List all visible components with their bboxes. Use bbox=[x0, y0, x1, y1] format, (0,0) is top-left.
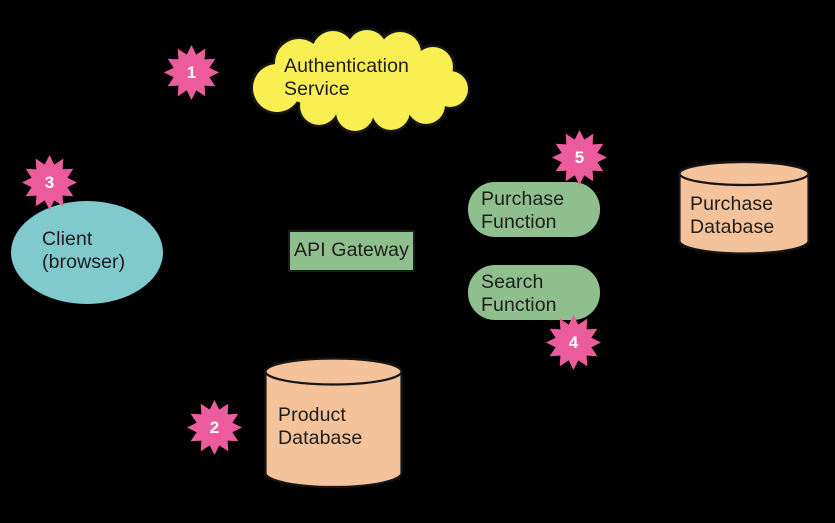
product-database-label: Product Database bbox=[278, 404, 363, 450]
client-ellipse bbox=[11, 201, 163, 304]
badge-4-number: 4 bbox=[568, 333, 579, 352]
auth-service-cloud-shape bbox=[250, 27, 471, 134]
badge-5-starburst: 5 bbox=[551, 129, 608, 186]
badge-2-starburst: 2 bbox=[186, 399, 243, 456]
badge-1-number: 1 bbox=[186, 63, 197, 82]
auth-service-label: Authentication Service bbox=[284, 55, 409, 101]
search-function-shape bbox=[468, 265, 600, 320]
client-label: Client (browser) bbox=[42, 228, 126, 274]
search-function-label: Search Function bbox=[481, 271, 557, 317]
api-gateway-label: API Gateway bbox=[294, 239, 409, 262]
badge-2-number: 2 bbox=[209, 418, 220, 437]
purchase-database-label: Purchase Database bbox=[690, 193, 775, 239]
purchase-database-cylinder bbox=[678, 160, 810, 255]
badge-5-number: 5 bbox=[574, 148, 585, 167]
purchase-function-shape bbox=[468, 182, 600, 237]
badge-4-starburst: 4 bbox=[545, 314, 602, 371]
badge-1-starburst: 1 bbox=[163, 44, 220, 101]
product-database-cylinder bbox=[264, 357, 403, 489]
purchase-function-label: Purchase Function bbox=[481, 188, 565, 234]
badge-3-number: 3 bbox=[44, 173, 55, 192]
api-gateway-rect bbox=[288, 230, 415, 272]
